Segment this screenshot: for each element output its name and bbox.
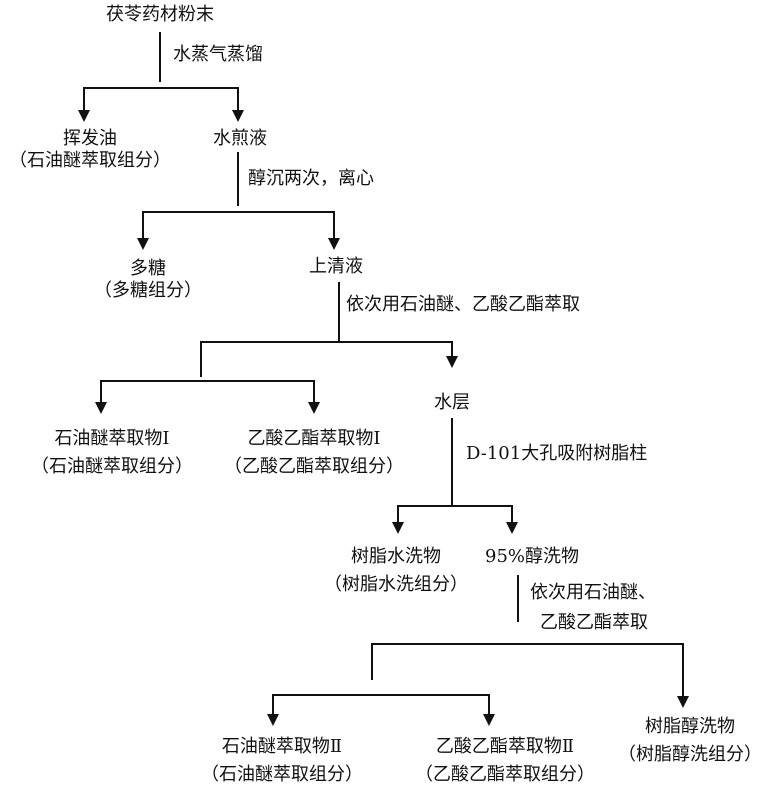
node-pe-extract-2: 石油醚萃取物Ⅱ （石油醚萃取组分） <box>201 736 363 786</box>
node-ea-extract-1: 乙酸乙酯萃取物Ⅰ （乙酸乙酯萃取组分） <box>224 428 404 478</box>
arrowhead-ea-extract-2 <box>483 714 495 726</box>
arrowhead-resin-ethanol-wash <box>677 696 689 708</box>
arrowhead-pe-extract-1 <box>95 402 107 414</box>
step-extraction-2-line2: 乙酸乙酯萃取 <box>540 612 648 633</box>
connector-resin-branch <box>397 505 513 530</box>
node-decoction-label: 水煎液 <box>213 128 267 149</box>
node-ea-extract-1-sub: （乙酸乙酯萃取组分） <box>224 456 404 477</box>
node-volatile-oil-label: 挥发油 <box>63 128 117 149</box>
node-pe-extract-2-label: 石油醚萃取物Ⅱ <box>221 736 343 757</box>
step-resin-column: D-101大孔吸附树脂柱 <box>466 443 648 464</box>
node-resin-water-wash-label: 树脂水洗物 <box>351 546 441 567</box>
arrowhead-polysaccharide <box>137 238 149 250</box>
arrowhead-water-layer <box>446 356 458 368</box>
node-pe-extract-1-label: 石油醚萃取物Ⅰ <box>54 428 170 449</box>
node-decoction: 水煎液 <box>213 128 267 150</box>
node-resin-water-wash-sub: （树脂水洗组分） <box>324 574 468 595</box>
node-pe-extract-2-sub: （石油醚萃取组分） <box>201 764 363 785</box>
step-extraction-1: 依次用石油醚、乙酸乙酯萃取 <box>346 294 580 315</box>
connector-extract2-branch <box>272 694 490 717</box>
arrowhead-supernatant <box>328 238 340 250</box>
arrowhead-volatile-oil <box>78 110 90 122</box>
node-volatile-oil: 挥发油 （石油醚萃取组分） <box>9 128 171 172</box>
node-root-label: 茯苓药材粉末 <box>106 4 214 25</box>
node-supernatant: 上清液 <box>309 256 363 278</box>
node-ea-extract-2: 乙酸乙酯萃取物Ⅱ （乙酸乙酯萃取组分） <box>415 736 595 786</box>
node-ethanol-95-wash-label: 95%醇洗物 <box>484 546 580 567</box>
node-polysaccharide: 多糖 （多糖组分） <box>94 258 202 302</box>
step-extraction-2-line1: 依次用石油醚、 <box>530 582 656 603</box>
connector-ethanol-branch <box>371 643 684 700</box>
node-pe-extract-1: 石油醚萃取物Ⅰ （石油醚萃取组分） <box>31 428 193 478</box>
arrowhead-ea-extract-1 <box>308 402 320 414</box>
node-pe-extract-1-sub: （石油醚萃取组分） <box>31 456 193 477</box>
node-volatile-oil-sub: （石油醚萃取组分） <box>9 150 171 171</box>
node-water-layer: 水层 <box>434 392 470 414</box>
node-root: 茯苓药材粉末 <box>106 4 214 26</box>
node-resin-water-wash: 树脂水洗物 （树脂水洗组分） <box>324 546 468 596</box>
step-steam-distillation: 水蒸气蒸馏 <box>173 44 263 65</box>
arrowhead-decoction <box>232 110 244 122</box>
node-water-layer-label: 水层 <box>434 392 470 413</box>
connector-root-branch <box>83 87 239 118</box>
node-supernatant-label: 上清液 <box>309 256 363 277</box>
node-resin-ethanol-wash-label: 树脂醇洗物 <box>645 716 735 737</box>
connector-supernatant-branch <box>200 341 453 377</box>
node-ea-extract-1-label: 乙酸乙酯萃取物Ⅰ <box>247 428 381 449</box>
node-polysaccharide-label: 多糖 <box>130 258 166 279</box>
node-ethanol-95-wash: 95%醇洗物 <box>485 546 579 568</box>
arrowhead-resin-water-wash <box>392 522 404 534</box>
node-ea-extract-2-label: 乙酸乙酯萃取物Ⅱ <box>435 736 575 757</box>
node-ea-extract-2-sub: （乙酸乙酯萃取组分） <box>415 764 595 785</box>
node-resin-ethanol-wash-sub: （树脂醇洗组分） <box>618 744 762 765</box>
node-polysaccharide-sub: （多糖组分） <box>94 280 202 301</box>
connector-extract1-branch <box>100 380 315 410</box>
node-resin-ethanol-wash: 树脂醇洗物 （树脂醇洗组分） <box>618 716 762 766</box>
connector-decoction-branch <box>142 211 335 246</box>
arrowhead-pe-extract-2 <box>267 714 279 726</box>
arrowhead-ethanol-wash <box>506 522 518 534</box>
step-alcohol-precipitation: 醇沉两次，离心 <box>248 168 374 189</box>
